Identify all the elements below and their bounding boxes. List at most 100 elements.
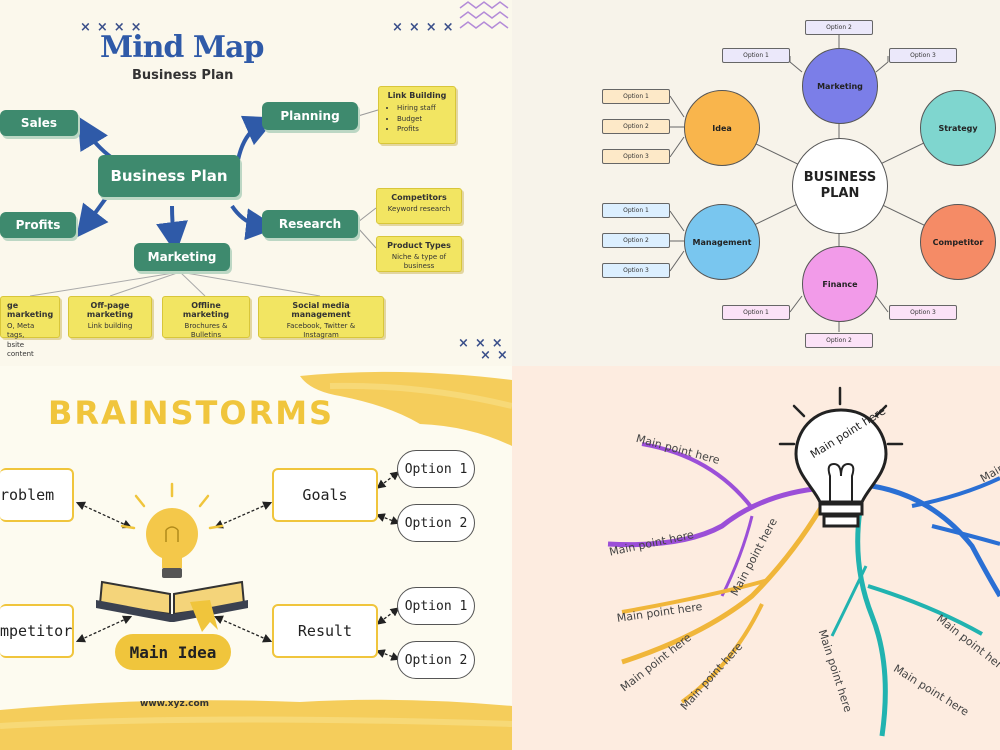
branch-sales: Sales [0, 110, 78, 136]
branch-label: Marketing [147, 250, 217, 264]
box-text: Facebook, Twitter & Instagram [286, 322, 356, 340]
list-item: Hiring staff [397, 103, 449, 114]
box-text: Brochures & Bulletins [184, 322, 228, 340]
marketing-box: ge marketing O, Meta tags, bsite content [0, 296, 60, 358]
option-label: Option 1 [743, 309, 769, 316]
node-marketing: Marketing [802, 48, 878, 124]
option-label: Option 2 [404, 652, 468, 668]
list-item: Budget [397, 114, 449, 125]
lightbulb-icon [794, 408, 888, 528]
link-building-box: Link Building Hiring staff Budget Profit… [378, 86, 456, 144]
option-label: Option 3 [910, 309, 936, 316]
marketing-box: Offline marketing Brochures & Bulletins [162, 296, 250, 340]
option-box: Option 3 [889, 305, 957, 320]
marketing-box: Off-page marketing Link building [68, 296, 152, 338]
center-node: BUSINESS PLAN [792, 138, 888, 234]
box-text: Link building [87, 322, 133, 330]
node-label: Strategy [938, 123, 978, 133]
page-title: BRAINSTORMS [48, 394, 335, 432]
main-idea-label: Main Idea [129, 642, 217, 662]
list-item: Profits [397, 124, 449, 135]
node-label: Management [692, 237, 752, 247]
cross-decoration: ×× [480, 348, 512, 363]
node-label: Competitor [932, 237, 984, 247]
node-idea: Idea [684, 90, 760, 166]
product-types-box: Product Types Niche & type of business [376, 236, 462, 272]
box-title: Offline marketing [182, 301, 230, 319]
option-label: Option 2 [623, 123, 649, 130]
problem-box: roblem [0, 468, 74, 522]
cross-decoration: ×××× [392, 20, 460, 35]
page-title: Mind Map [100, 30, 264, 65]
center-label: BUSINESS PLAN [803, 170, 877, 201]
box-text: O, Meta tags, bsite content [7, 322, 35, 359]
competitor-box: mpetitor [0, 604, 74, 658]
box-title: Social media management [291, 301, 351, 319]
option-label: Option 1 [623, 93, 649, 100]
result-box: Result [272, 604, 378, 658]
branch-marketing: Marketing [134, 243, 230, 271]
option-box: Option 2 [805, 20, 873, 35]
goals-box: Goals [272, 468, 378, 522]
box-label: Goals [302, 486, 348, 504]
branch-research: Research [262, 210, 358, 238]
option-pill: Option 2 [397, 504, 475, 542]
branch-profits: Profits [0, 212, 76, 238]
branch-label: Research [278, 217, 342, 231]
paint-brush-decoration [0, 371, 512, 750]
option-box: Option 1 [602, 203, 670, 218]
business-plan-panel: Marketing Idea Strategy BUSINESS PLAN Ma… [512, 0, 1000, 366]
option-label: Option 2 [826, 337, 852, 344]
option-box: Option 1 [722, 305, 790, 320]
option-pill: Option 1 [397, 587, 475, 625]
option-box: Option 1 [602, 89, 670, 104]
box-label: roblem [0, 486, 55, 504]
option-label: Option 3 [910, 52, 936, 59]
box-title: ge marketing [7, 301, 54, 319]
option-box: Option 3 [602, 263, 670, 278]
node-competitor: Competitor [920, 204, 996, 280]
cross-decoration: ×××× [80, 20, 148, 35]
branch-label: Sales [20, 116, 58, 130]
competitors-box: Competitors Keyword research [376, 188, 462, 224]
node-label: Finance [822, 279, 858, 289]
option-pill: Option 2 [397, 641, 475, 679]
node-finance: Finance [802, 246, 878, 322]
option-label: Option 2 [404, 515, 468, 531]
lightbulb-book-icon [96, 482, 248, 632]
box-title: Off-page marketing [86, 301, 134, 319]
option-label: Option 1 [743, 52, 769, 59]
mind-map-panel: ×××× ×××× ××× ×× Mind Map Business Plan … [0, 0, 512, 366]
brainstorms-panel: BRAINSTORMS roblem Goals mpetitor Result… [0, 366, 512, 750]
arrow-connectors [75, 471, 401, 661]
option-box: Option 2 [805, 333, 873, 348]
box-list: Hiring staff Budget Profits [385, 103, 449, 135]
marketing-box: Social media management Facebook, Twitte… [258, 296, 384, 340]
box-text: Keyword research [387, 205, 451, 213]
box-title: Link Building [387, 91, 447, 100]
option-box: Option 2 [602, 233, 670, 248]
lightbulb-map-panel: Main point here Main point here Main poi… [512, 366, 1000, 750]
option-label: Option 1 [404, 461, 468, 477]
box-label: Result [297, 622, 353, 640]
node-label: Marketing [817, 81, 863, 91]
box-label: mpetitor [0, 622, 73, 640]
cross-decoration: ××× [458, 336, 509, 351]
page-subtitle: Business Plan [132, 68, 234, 83]
node-label: Idea [712, 123, 732, 133]
box-title: Product Types [387, 241, 451, 250]
main-idea-pill: Main Idea [115, 634, 231, 670]
option-box: Option 3 [889, 48, 957, 63]
option-pill: Option 1 [397, 450, 475, 488]
branch-label: Planning [280, 109, 340, 123]
option-label: Option 2 [826, 24, 852, 31]
option-label: Option 3 [623, 267, 649, 274]
zigzag-decoration [459, 1, 509, 29]
option-box: Option 2 [602, 119, 670, 134]
branch-lines [607, 386, 1000, 737]
option-label: Option 2 [623, 237, 649, 244]
option-label: Option 1 [404, 598, 468, 614]
option-box: Option 3 [602, 149, 670, 164]
connector-lines [29, 109, 379, 297]
node-management: Management [684, 204, 760, 280]
